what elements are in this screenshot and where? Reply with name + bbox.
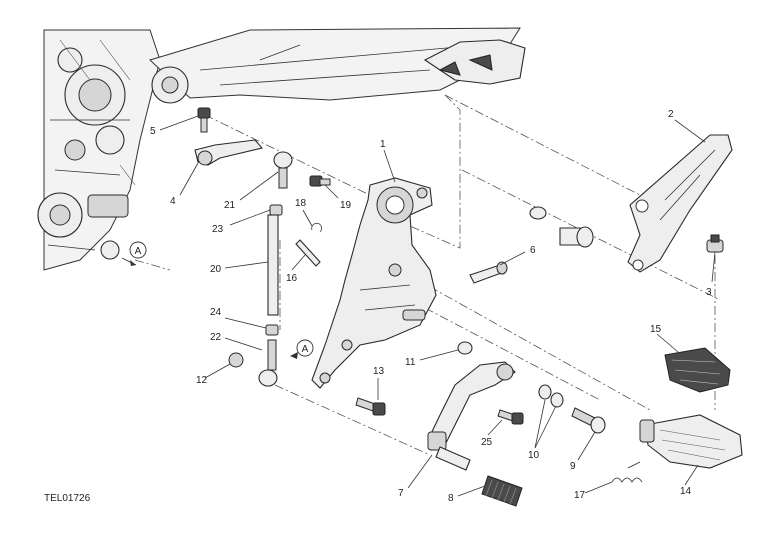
- reference-mark-a-label: A: [302, 344, 309, 355]
- callout-labels: 1 2 3 4 5 6 7 8 9 10 11 12 13 14 15 16 1…: [150, 109, 712, 504]
- callout-17: 17: [574, 490, 586, 501]
- callout-7: 7: [398, 488, 404, 499]
- callout-25: 25: [481, 437, 493, 448]
- callout-16: 16: [286, 273, 298, 284]
- callout-6: 6: [530, 245, 536, 256]
- callout-18: 18: [295, 198, 307, 209]
- callout-15: 15: [650, 324, 662, 335]
- part-gear-lever: [427, 361, 516, 471]
- part-footpeg: [639, 414, 743, 469]
- callout-21: 21: [224, 200, 236, 211]
- hardware-parts: [194, 107, 724, 483]
- callout-12: 12: [196, 375, 208, 386]
- reference-mark-a: A: [290, 339, 314, 359]
- callout-1: 1: [380, 139, 386, 150]
- part-lever-rubber: [481, 475, 523, 507]
- callout-2: 2: [668, 109, 674, 120]
- leader-lines: [159, 115, 716, 497]
- part-footpeg-bracket: [311, 177, 437, 389]
- reference-mark-a-label: A: [135, 246, 142, 257]
- callout-23: 23: [212, 224, 224, 235]
- callout-4: 4: [170, 196, 176, 207]
- drawing-code: TEL01726: [44, 493, 91, 504]
- callout-24: 24: [210, 307, 222, 318]
- reference-mark-a: A: [121, 241, 147, 266]
- callout-5: 5: [150, 126, 156, 137]
- part-footpeg-rubber: [664, 347, 731, 393]
- callout-3: 3: [706, 287, 712, 298]
- engine-frame-illustration: [37, 27, 526, 271]
- callout-13: 13: [373, 366, 385, 377]
- callout-11: 11: [405, 357, 416, 368]
- callout-14: 14: [680, 486, 692, 497]
- callout-8: 8: [448, 493, 454, 504]
- callout-19: 19: [340, 200, 352, 211]
- callout-20: 20: [210, 264, 222, 275]
- part-heel-guard: [627, 134, 733, 273]
- callout-22: 22: [210, 332, 222, 343]
- callout-9: 9: [570, 461, 576, 472]
- callout-10: 10: [528, 450, 540, 461]
